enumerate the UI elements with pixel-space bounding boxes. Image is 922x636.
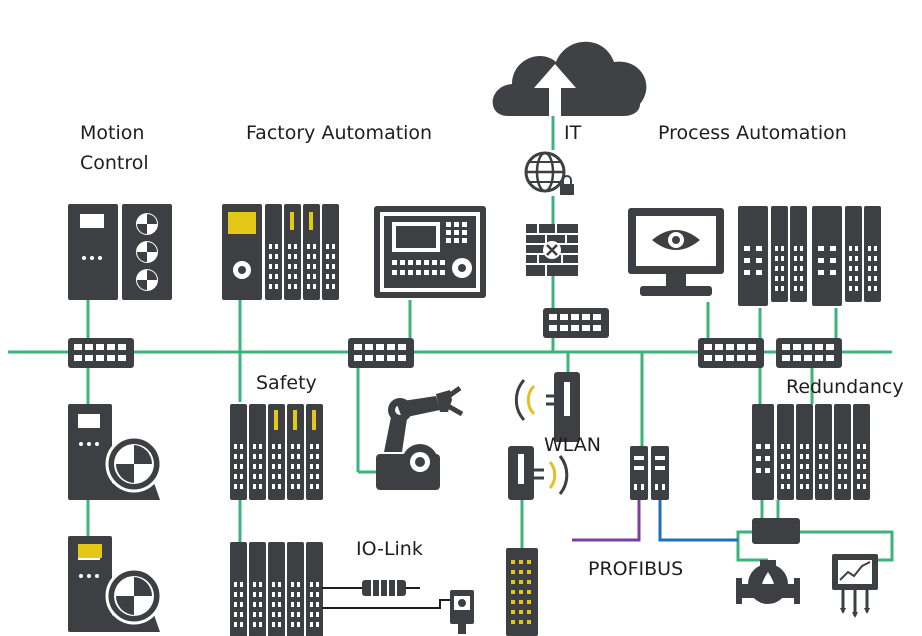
- redundant-io-icon: [752, 404, 870, 500]
- label-process-automation: Process Automation: [658, 122, 847, 144]
- firewall-icon: [526, 224, 578, 276]
- drive-motor-icon-2: [66, 534, 163, 634]
- label-motion-control-line2: Control: [80, 152, 149, 174]
- label-safety: Safety: [256, 372, 317, 394]
- cloud-icon: [492, 41, 647, 116]
- wlan-access-point-icon: [514, 372, 580, 442]
- motion-switch-icon: [68, 338, 134, 368]
- label-profibus: PROFIBUS: [588, 558, 684, 580]
- label-wlan: WLAN: [544, 434, 602, 456]
- process-switch-icon-1: [698, 338, 764, 368]
- motion-controller-icon: [68, 204, 172, 300]
- factory-switch-icon: [348, 338, 414, 368]
- plc-controller-icon: [222, 204, 339, 300]
- io-link-master-icon: [230, 542, 323, 636]
- label-motion-control-line1: Motion: [80, 122, 145, 144]
- drive-motor-icon-1: [66, 402, 163, 502]
- profibus-gateway-icon: [630, 446, 669, 500]
- process-controller-icon: [738, 206, 881, 306]
- proximity-sensor-icon: [362, 580, 406, 596]
- trend-analyzer-icon: [832, 554, 878, 618]
- label-redundancy: Redundancy: [786, 376, 904, 398]
- process-switch-icon-2: [776, 338, 842, 368]
- pressure-sensor-icon: [450, 590, 474, 634]
- label-io-link: IO-Link: [356, 538, 423, 560]
- label-it: IT: [564, 122, 582, 144]
- it-switch-icon: [543, 308, 609, 338]
- hmi-panel-icon: [374, 206, 486, 298]
- profibus-dp-line: [572, 500, 641, 542]
- wlan-io-module-icon: [506, 548, 538, 636]
- monitor-eye-icon: [628, 208, 724, 296]
- field-junction-box-icon: [752, 518, 800, 544]
- globe-lock-icon: [524, 151, 574, 195]
- io-link-cables: [322, 587, 450, 609]
- profibus-pa-line: [658, 500, 738, 542]
- robot-arm-icon: [376, 385, 464, 490]
- flow-meter-valve-icon: [736, 560, 800, 604]
- wlan-client-icon: [508, 446, 569, 500]
- safety-controller-icon: [230, 404, 323, 500]
- label-factory-automation: Factory Automation: [246, 122, 433, 144]
